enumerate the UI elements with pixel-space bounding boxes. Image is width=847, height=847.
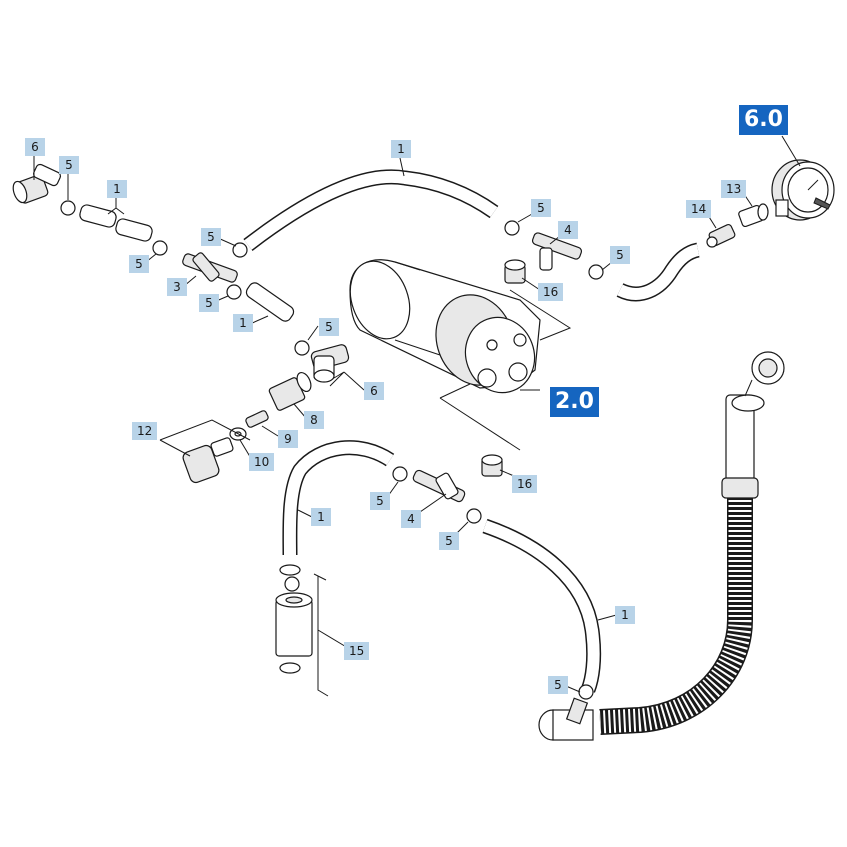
pressure-gauge: [771, 159, 835, 221]
hose-right-lower: [482, 518, 602, 693]
hose-clamps: [60, 200, 604, 700]
t-connector-top-right: [531, 232, 583, 271]
callout-5-clamp-e[interactable]: 5: [319, 318, 339, 336]
callout-14-nipple[interactable]: 14: [686, 200, 712, 218]
coupling: [182, 437, 234, 484]
leader-lines: [33, 135, 801, 697]
callout-6-elbow[interactable]: 6: [25, 138, 45, 156]
callout-5-clamp-h[interactable]: 5: [370, 492, 390, 510]
callout-1-hose-a[interactable]: 1: [107, 180, 127, 198]
callout-16-connector-top[interactable]: 16: [538, 283, 564, 301]
callout-13-adapter[interactable]: 13: [721, 180, 747, 198]
callout-1-hose-top[interactable]: 1: [391, 140, 411, 158]
assembly-label-gauge[interactable]: 6.0: [739, 105, 788, 135]
hose-top-long: [243, 169, 499, 251]
elbow-fitting-top-left: [12, 163, 62, 204]
callout-12-coupling[interactable]: 12: [132, 422, 158, 440]
callout-5-clamp-g[interactable]: 5: [610, 246, 630, 264]
callout-5-clamp-f[interactable]: 5: [531, 199, 551, 217]
hose-gauge: [616, 242, 700, 302]
callout-3-t-connector[interactable]: 3: [167, 278, 187, 296]
callout-16-connector-bottom[interactable]: 16: [512, 475, 538, 493]
t-connector-bottom: [412, 469, 466, 503]
callout-1-hose-b[interactable]: 1: [233, 314, 253, 332]
connector-16-bottom: [481, 454, 503, 477]
hose-short-a: [79, 204, 153, 242]
hose-short-b: [245, 282, 295, 322]
gauge-nipple: [706, 223, 736, 248]
callout-5-clamp-j[interactable]: 5: [548, 676, 568, 694]
callout-4-t-connector-top[interactable]: 4: [558, 221, 578, 239]
callout-8-adapter[interactable]: 8: [304, 411, 324, 429]
elbow-fitting-middle: [310, 344, 350, 383]
callout-6-elbow-middle[interactable]: 6: [364, 382, 384, 400]
callout-5-clamp-b[interactable]: 5: [201, 228, 221, 246]
adapter-fitting: [268, 371, 312, 411]
callout-15-filter[interactable]: 15: [344, 642, 370, 660]
callout-1-hose-left-lower[interactable]: 1: [311, 508, 331, 526]
callout-10-seal[interactable]: 10: [249, 453, 275, 471]
corrugated-hose: [538, 351, 785, 741]
callout-5-clamp-i[interactable]: 5: [439, 532, 459, 550]
small-nipple: [245, 410, 269, 428]
callout-5-clamp-d[interactable]: 5: [199, 294, 219, 312]
pump-assembly: [349, 259, 541, 394]
connector-16-top: [504, 259, 526, 284]
callout-1-hose-right-lower[interactable]: 1: [615, 606, 635, 624]
t-connector-left: [182, 252, 238, 283]
callout-5-clamp-c[interactable]: 5: [129, 255, 149, 273]
assembly-label-pump[interactable]: 2.0: [550, 387, 599, 417]
filter-assembly: [275, 564, 313, 674]
callout-9-nipple[interactable]: 9: [278, 430, 298, 448]
callout-5-clamp-a[interactable]: 5: [59, 156, 79, 174]
callout-4-t-connector-bottom[interactable]: 4: [401, 510, 421, 528]
hose-left-lower: [282, 440, 395, 556]
gauge-adapter: [738, 203, 769, 228]
